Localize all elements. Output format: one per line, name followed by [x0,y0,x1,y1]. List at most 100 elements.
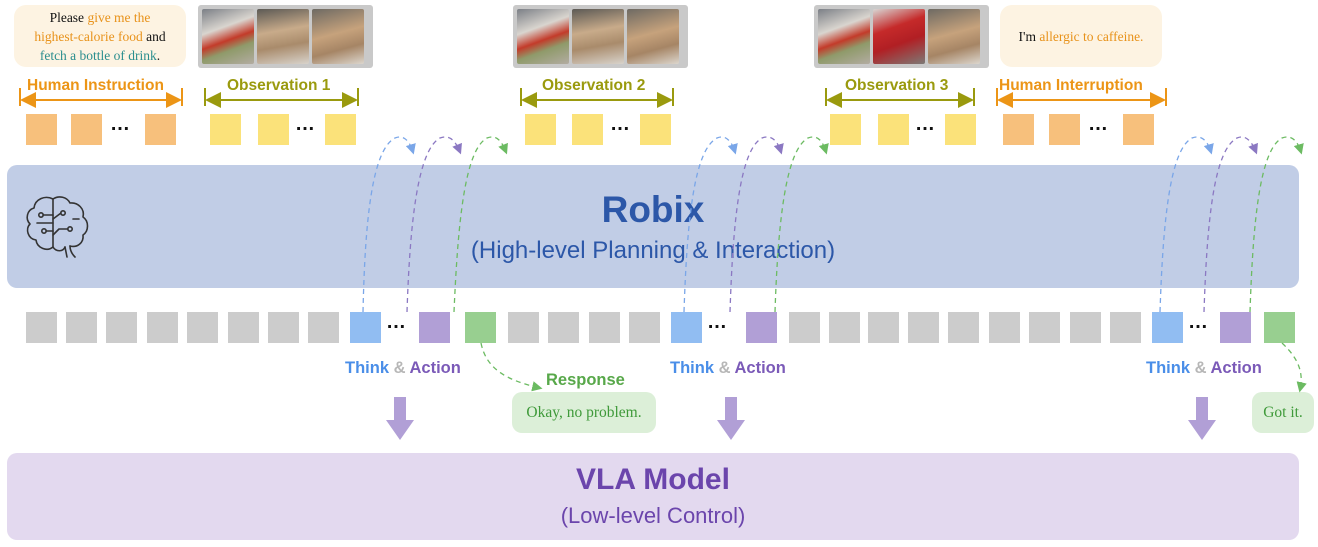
output-token [789,312,820,343]
think-action-label: Think & Action [670,359,786,378]
response-arrow [480,342,543,392]
response-feedback-arrow [774,136,829,313]
output-token [228,312,259,343]
action-token [419,312,450,343]
output-token [26,312,57,343]
down-arrow-icon [1188,397,1216,440]
output-token [106,312,137,343]
instr-text-2: and [142,29,166,44]
observation-3-bracket [825,88,975,108]
output-token [147,312,178,343]
think-token [1152,312,1183,343]
human-instruction-bubble: Please give me the highest-calorie food … [14,5,186,67]
ellipsis: … [707,311,728,333]
instruction-token [26,114,57,145]
ellipsis: … [386,311,407,333]
output-token [908,312,939,343]
ellipsis: … [110,113,131,135]
human-interruption-label: Human Interruption [999,77,1143,94]
vla-subtitle: (Low-level Control) [560,503,746,528]
down-arrow-icon [386,397,414,440]
response-token [1264,312,1295,343]
interruption-text: I'm [1018,28,1040,44]
ellipsis: … [1088,113,1109,135]
instr-text-3: . [156,48,161,63]
instr-text-1: Please [49,10,88,25]
ellipsis: … [610,113,631,135]
output-token [66,312,97,343]
robix-subtitle: (High-level Planning & Interaction) [470,237,836,264]
ampersand: & [389,359,410,377]
output-token [589,312,620,343]
think-feedback-arrow [362,136,416,313]
robix-panel: Robix (High-level Planning & Interaction… [7,165,1299,288]
brain-icon [26,196,89,258]
output-token [308,312,339,343]
interruption-highlight: allergic to caffeine. [1039,28,1144,44]
observation-token [640,114,671,145]
observation-token [525,114,556,145]
think-word: Think [345,359,389,377]
observation-token [945,114,976,145]
observation-image [928,9,980,64]
instr-highlight-1: give me the [87,10,151,25]
ampersand: & [714,359,735,377]
observation-2-bracket [520,88,674,108]
action-word: Action [734,359,786,377]
action-token [1220,312,1251,343]
response-feedback-arrow [453,136,508,313]
observation-image [257,9,309,64]
action-word: Action [1210,359,1262,377]
action-word: Action [409,359,461,377]
response-arrow [1281,342,1307,393]
observation-token [830,114,861,145]
human-interruption-bubble: I'm allergic to caffeine. [1000,5,1162,67]
observation-image [202,9,254,64]
response-label: Response [546,371,625,389]
ellipsis: … [915,113,936,135]
response-bubble: Got it. [1252,392,1314,433]
ampersand: & [1190,359,1211,377]
output-token [1110,312,1141,343]
observation-image [312,9,364,64]
observation-image [818,9,870,64]
action-feedback-arrow [406,136,462,313]
observation-3-label: Observation 3 [845,77,949,94]
output-token [868,312,899,343]
instruction-token [145,114,176,145]
think-feedback-arrow [1159,136,1214,313]
instr-highlight-2: highest-calorie food [34,29,143,44]
output-token [187,312,218,343]
think-token [350,312,381,343]
observation-image [873,9,925,64]
action-feedback-arrow [1203,136,1258,313]
output-token [508,312,539,343]
think-word: Think [1146,359,1190,377]
ellipsis: … [1188,311,1209,333]
output-token [829,312,860,343]
think-action-label: Think & Action [1146,359,1262,378]
down-arrow-icon [717,397,745,440]
action-feedback-arrow [729,136,784,313]
observation-token [258,114,289,145]
think-token [671,312,702,343]
output-token [1070,312,1101,343]
instruction-bracket [19,88,183,108]
output-token [989,312,1020,343]
human-instruction-label: Human Instruction [27,77,164,94]
ellipsis: … [295,113,316,135]
action-token [746,312,777,343]
observation-token [572,114,603,145]
response-bubble: Okay, no problem. [512,392,656,433]
observation-image [627,9,679,64]
instruction-token [71,114,102,145]
observation-token [325,114,356,145]
observation-image [572,9,624,64]
vla-panel: VLA Model (Low-level Control) [7,453,1299,540]
response-feedback-arrow [1249,136,1304,313]
instr-highlight-3: fetch a bottle of drink [39,48,157,63]
observation-2-label: Observation 2 [542,77,646,94]
observation-token [878,114,909,145]
output-token [948,312,979,343]
observation-1-bracket [204,88,359,108]
